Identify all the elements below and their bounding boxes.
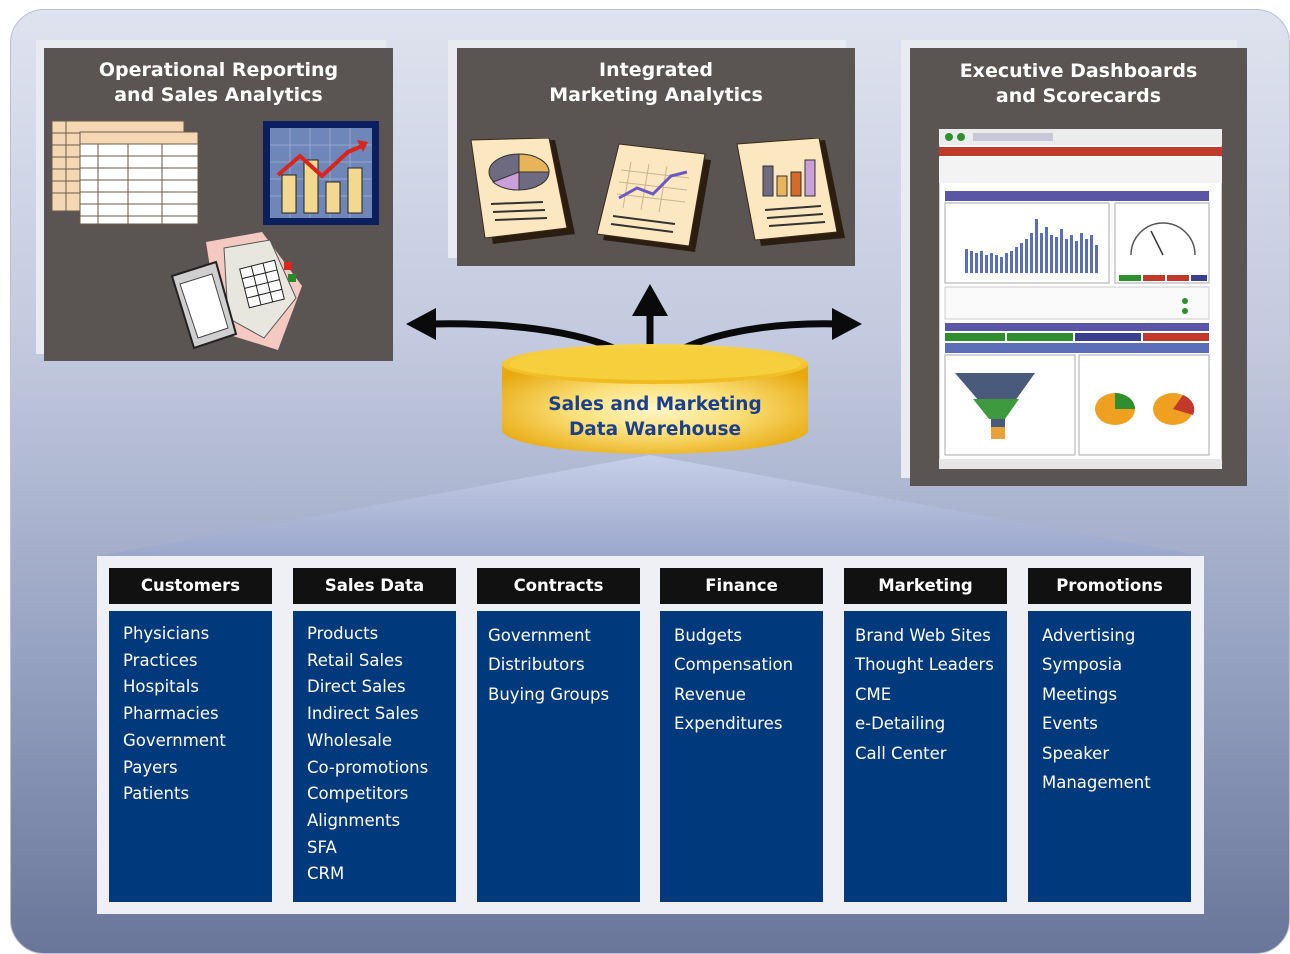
column-header: Customers [109, 568, 272, 604]
list-item: Wholesale [307, 730, 393, 750]
dashboard-screenshot [939, 129, 1222, 469]
data-sources-box [97, 556, 1204, 914]
list-item: Thought Leaders [855, 655, 994, 675]
column-header: Finance [660, 568, 823, 604]
bar-chart-document-icon [736, 138, 845, 246]
column-header: Sales Data [293, 568, 456, 604]
list-item: Products [307, 624, 379, 643]
list-item: CME [855, 684, 892, 704]
list-item: Distributors [488, 655, 585, 675]
list-item: Management [1042, 773, 1151, 793]
bar-chart-board-icon [263, 121, 379, 225]
list-item: CRM [307, 864, 345, 884]
list-item: Budgets [674, 626, 742, 645]
list-item: Expenditures [674, 714, 783, 734]
spreadsheet-icon [51, 120, 199, 225]
binder-icon [170, 232, 302, 350]
list-item: e-Detailing [855, 714, 946, 734]
list-item: Hospitals [123, 677, 199, 697]
list-item: Pharmacies [123, 704, 219, 724]
list-item: Events [1042, 714, 1098, 734]
list-item: Call Center [855, 743, 947, 763]
list-item: Speaker [1042, 743, 1110, 763]
list-item: Payers [123, 757, 178, 777]
list-item: Buying Groups [488, 684, 610, 704]
list-item: Patients [123, 784, 190, 804]
list-item: Symposia [1042, 655, 1123, 675]
list-item: Revenue [674, 684, 746, 704]
line-chart-document-icon [596, 143, 711, 252]
list-item: Alignments [307, 810, 401, 830]
list-item: Meetings [1042, 684, 1118, 704]
list-item: Government [123, 730, 226, 750]
list-item: Advertising [1042, 626, 1136, 645]
pie-chart-document-icon [470, 138, 575, 244]
operational-reporting-panel: Operational Reporting and Sales Analytic… [44, 48, 393, 361]
list-item: Practices [123, 650, 198, 670]
list-item: Government [488, 626, 591, 645]
list-item: Retail Sales [307, 650, 403, 670]
list-item: Indirect Sales [307, 704, 419, 724]
warehouse-label: Sales and Marketing Data Warehouse [548, 394, 762, 440]
list-item: SFA [307, 837, 337, 857]
list-item: Compensation [674, 655, 794, 675]
panel-title: Operational Reporting and Sales Analytic… [98, 59, 339, 106]
database-cylinder-icon [502, 344, 808, 454]
list-item: Direct Sales [307, 677, 406, 697]
column-header: Marketing [844, 568, 1007, 604]
list-item: Competitors [307, 784, 409, 804]
column-header: Promotions [1028, 568, 1191, 604]
column-header: Contracts [477, 568, 640, 604]
panel-title: Executive Dashboards and Scorecards [959, 60, 1198, 107]
executive-dashboards-panel: Executive Dashboards and Scorecards [910, 48, 1247, 486]
list-item: Physicians [123, 624, 210, 643]
panel-title: Integrated Marketing Analytics [549, 59, 763, 106]
list-item: Brand Web Sites [855, 626, 991, 645]
list-item: Co-promotions [307, 757, 429, 777]
integrated-marketing-panel: Integrated Marketing Analytics [457, 48, 855, 266]
